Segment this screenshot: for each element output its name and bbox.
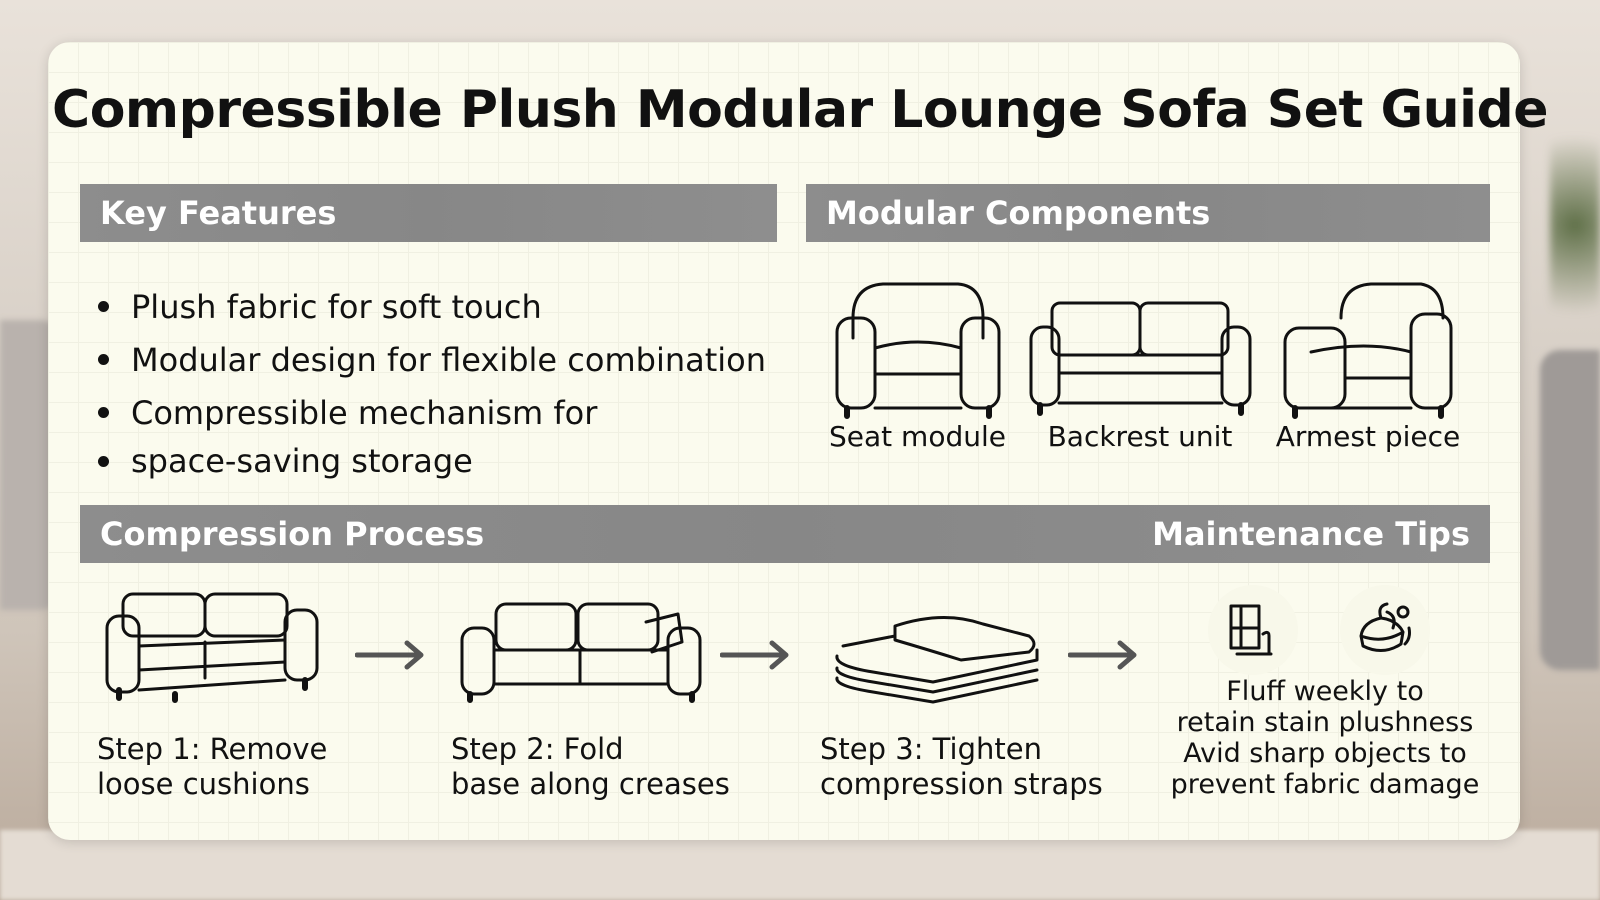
- cleaning-bowl-icon: [1340, 585, 1430, 675]
- modular-components-heading: Modular Components: [826, 194, 1211, 232]
- compression-process-heading: Compression Process: [100, 515, 485, 553]
- step-2: Step 2: Fold base along creases: [451, 732, 730, 802]
- step-title: Step 1: Remove: [97, 732, 328, 766]
- background-plant: [1550, 100, 1600, 350]
- list-item: space-saving storage: [98, 439, 766, 483]
- step-description: loose cushions: [97, 767, 310, 801]
- key-features-header: Key Features: [80, 184, 777, 242]
- arrow-right-icon: [720, 640, 789, 670]
- tip-line: retain stain plushness: [1176, 707, 1474, 738]
- page-title: Compressible Plush Modular Lounge Sofa S…: [52, 80, 1548, 140]
- step-description: base along creases: [451, 767, 730, 801]
- component-label: Armest piece: [1275, 420, 1461, 453]
- sofa-icon: [105, 592, 319, 703]
- armchair-icon: [835, 282, 1000, 419]
- maintenance-tips-text: Fluff weekly to retain stain plushness A…: [1160, 676, 1490, 800]
- key-features-heading: Key Features: [100, 194, 337, 232]
- background-sofa: [1540, 350, 1600, 670]
- component-label: Backrest unit: [1047, 420, 1233, 453]
- step-description: compression straps: [820, 767, 1103, 801]
- list-item: Modular design for flexible combination: [98, 333, 766, 386]
- modular-components-header: Modular Components: [806, 184, 1490, 242]
- tip-line: Fluff weekly to: [1226, 676, 1424, 707]
- folded-cushions-icon: [835, 616, 1039, 704]
- list-item: Plush fabric for soft touch: [98, 280, 766, 333]
- loveseat-icon: [1029, 301, 1251, 416]
- arrow-right-icon: [1068, 640, 1137, 670]
- step-3: Step 3: Tighten compression straps: [820, 732, 1103, 802]
- background-rug: [0, 830, 1600, 900]
- component-seat-module: Seat module: [820, 278, 1015, 453]
- component-label: Seat module: [829, 420, 1006, 453]
- step-title: Step 3: Tighten: [820, 732, 1042, 766]
- sofa-icon: [460, 602, 702, 703]
- maintenance-tips-heading: Maintenance Tips: [1152, 515, 1470, 553]
- step-title: Step 2: Fold: [451, 732, 624, 766]
- arrow-right-icon: [355, 640, 424, 670]
- tip-line: prevent fabric damage: [1170, 769, 1480, 800]
- tip-line: Avid sharp objects to: [1183, 738, 1467, 769]
- component-backrest-unit: Backrest unit: [1025, 295, 1255, 453]
- feature-list: Plush fabric for soft touch Modular desi…: [98, 280, 766, 483]
- step-1: Step 1: Remove loose cushions: [97, 732, 327, 802]
- process-header: Compression Process Maintenance Tips: [80, 505, 1490, 563]
- component-armrest-piece: Armest piece: [1268, 278, 1468, 453]
- lint-roller-icon: [1208, 585, 1298, 675]
- armchair-icon: [1283, 282, 1452, 419]
- list-item: Compressible mechanism for: [98, 386, 766, 439]
